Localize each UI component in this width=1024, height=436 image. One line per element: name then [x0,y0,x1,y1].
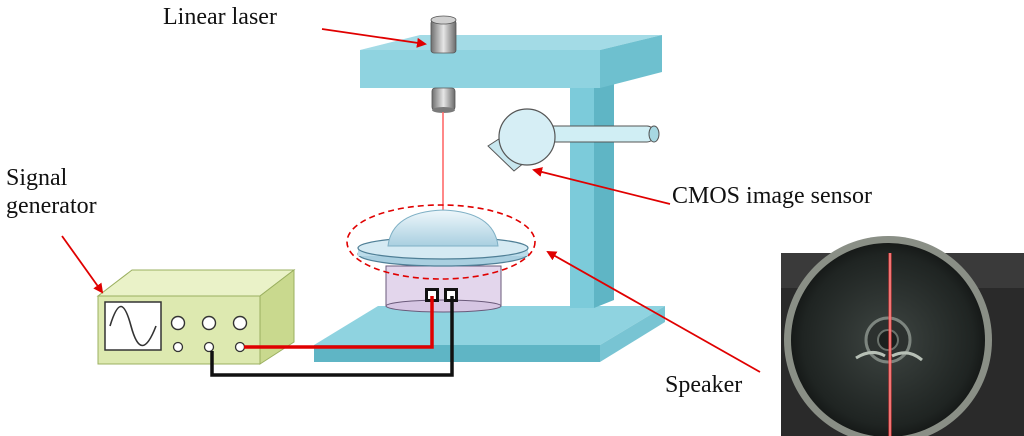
label-cmos-image-sensor: CMOS image sensor [672,183,872,209]
arrow-signal-generator [61,235,104,294]
label-linear-laser: Linear laser [163,4,277,30]
arrow-speaker [546,251,761,373]
black-wire [210,296,454,377]
red-wire [244,296,434,349]
arrow-linear-laser [321,28,427,48]
camera-sensor-icon [487,108,660,172]
speaker-icon [357,209,529,313]
label-speaker: Speaker [665,372,743,398]
signal-generator-icon [96,268,296,365]
label-signal-line2: generator [6,192,97,219]
speaker-photo [781,236,1024,436]
label-signal-line1: Signal [6,165,68,191]
top-arm [360,35,662,88]
arrow-cmos-sensor [532,167,671,205]
laser-emitter-icon [430,15,457,113]
speaker-highlight-ellipse [346,204,536,280]
base-plate [314,306,665,362]
label-signal-generator: Signal generator [6,165,97,220]
support-column [570,78,614,308]
